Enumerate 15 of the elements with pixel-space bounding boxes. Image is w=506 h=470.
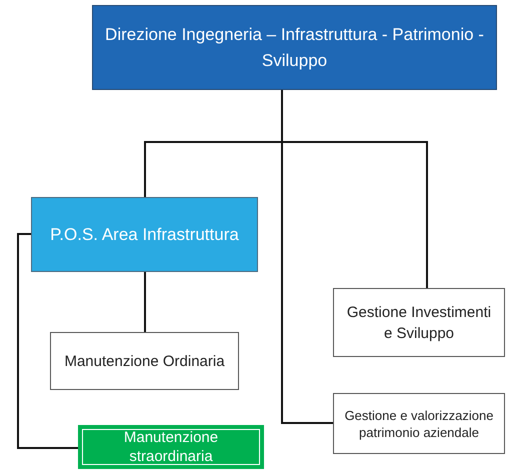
box-label: P.O.S. Area Infrastruttura [50,224,239,246]
department-box [31,197,258,272]
department-box [92,5,497,90]
unit-box [78,425,264,469]
connector-line [17,233,78,449]
unit-box [50,332,239,390]
unit-box [333,393,505,454]
box-label: Manutenzione straordinaria [122,428,220,466]
box-label: Direzione Ingegneria – Infrastruttura - Patrimonio - Sviluppo [104,24,485,72]
box-label: Manutenzione Ordinaria [64,352,225,372]
box-label: Gestione Investimenti e Sviluppo [346,302,492,344]
unit-box [333,288,505,357]
connector-line [144,272,146,332]
connector-line [281,90,333,424]
box-label: Gestione e valorizzazione patrimonio aziendale [344,406,494,440]
